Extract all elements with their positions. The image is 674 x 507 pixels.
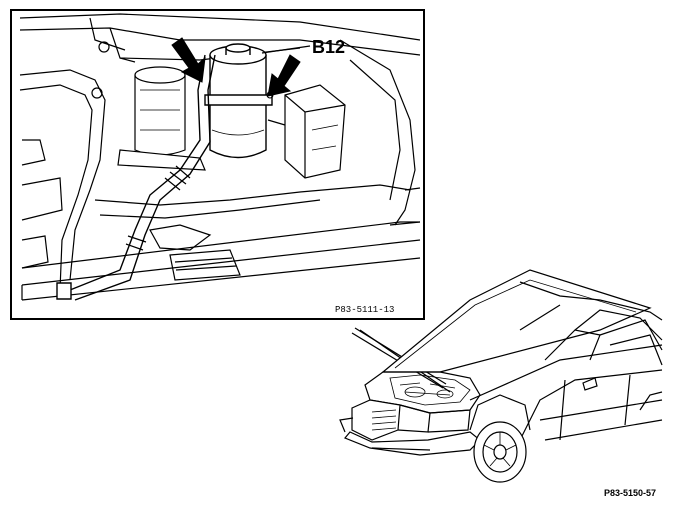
- detail-figure-code: P83-5111-13: [335, 305, 394, 315]
- right-arrow-icon: [268, 55, 300, 96]
- left-arrow-icon: [172, 38, 205, 82]
- engine-bay-structure: [20, 14, 420, 300]
- detail-inset: B12 P83-5111-13: [11, 10, 424, 319]
- front-wheel: [474, 422, 526, 482]
- component-label-b12: B12: [312, 37, 345, 57]
- overview-car: [340, 270, 662, 482]
- door-mirror: [583, 378, 597, 390]
- pointer-arrows: [172, 38, 300, 96]
- b12-leader-line: [262, 46, 310, 53]
- overview-figure-code: P83-5150-57: [604, 488, 656, 498]
- refrigerant-line: [57, 55, 215, 300]
- receiver-dryer-canister: [205, 44, 272, 158]
- relay-block: [268, 85, 345, 178]
